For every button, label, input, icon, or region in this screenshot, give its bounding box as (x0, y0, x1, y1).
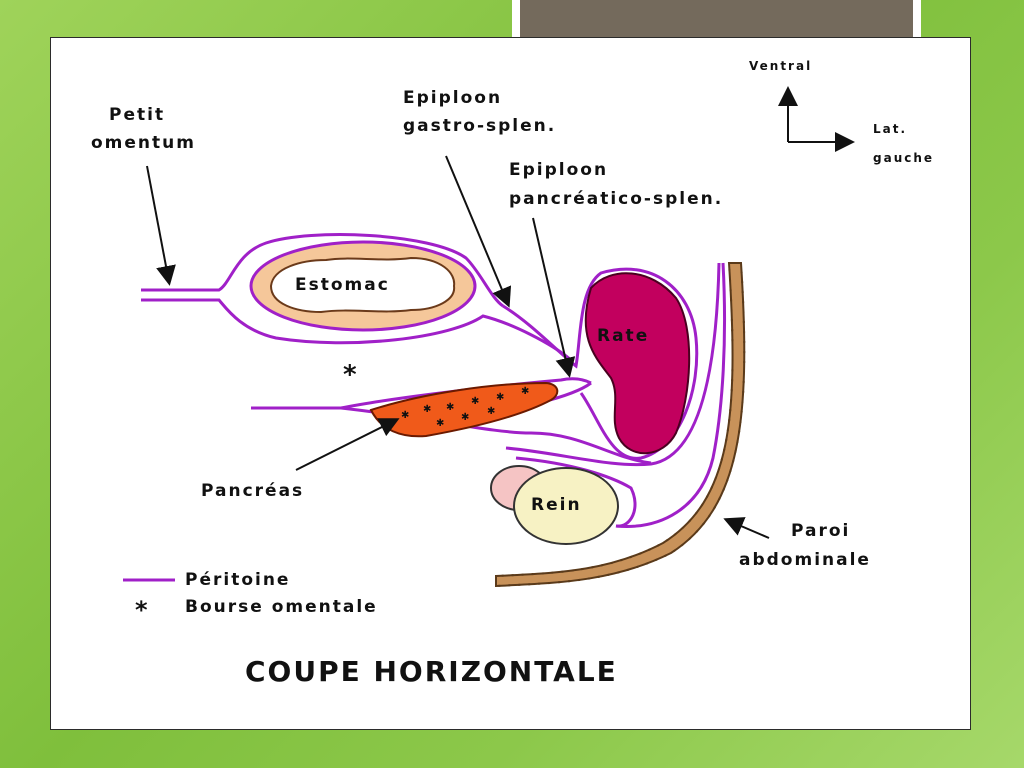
peritoneum (141, 233, 727, 528)
svg-text:✱: ✱ (446, 402, 454, 413)
svg-text:✱: ✱ (401, 410, 409, 421)
top-accent-bar (520, 0, 913, 38)
label-paroi-1: Paroi (791, 521, 850, 541)
label-paroi-2: abdominale (739, 550, 871, 570)
label-pancreas: Pancréas (201, 481, 304, 501)
svg-text:✱: ✱ (521, 386, 529, 397)
diagram-title: COUPE HORIZONTALE (245, 655, 618, 688)
kidney (490, 465, 619, 545)
label-gauche: gauche (873, 151, 934, 165)
label-pancreatico-1: Epiploon (509, 160, 608, 180)
label-pancreatico-2: pancréatico-splen. (509, 189, 723, 209)
label-gastro-2: gastro-splen. (403, 116, 556, 136)
svg-text:✱: ✱ (496, 392, 504, 403)
label-asterisk: * (343, 360, 359, 390)
label-rate: Rate (597, 326, 649, 346)
slide-content: ✱✱✱ ✱✱✱ ✱✱✱ Petit omentum Epiploon gast (50, 37, 971, 730)
legend: Péritoine * Bourse omentale (123, 570, 378, 624)
legend-bourse-symbol: * (135, 596, 150, 624)
label-rein: Rein (531, 495, 582, 515)
label-petit-1: Petit (109, 105, 165, 125)
svg-text:✱: ✱ (487, 406, 495, 417)
stomach (249, 240, 477, 332)
pointer-arrows (146, 155, 770, 539)
pancreas: ✱✱✱ ✱✱✱ ✱✱✱ (369, 381, 559, 438)
svg-text:✱: ✱ (461, 412, 469, 423)
label-lat: Lat. (873, 122, 907, 136)
svg-text:✱: ✱ (471, 396, 479, 407)
label-estomac: Estomac (295, 275, 390, 295)
svg-text:✱: ✱ (436, 418, 444, 429)
svg-text:✱: ✱ (423, 404, 431, 415)
spleen (584, 272, 691, 455)
legend-peritoine: Péritoine (185, 570, 290, 590)
anatomy-diagram: ✱✱✱ ✱✱✱ ✱✱✱ Petit omentum Epiploon gast (91, 59, 934, 688)
orientation-axes (778, 86, 855, 152)
label-gastro-1: Epiploon (403, 88, 502, 108)
legend-bourse: Bourse omentale (185, 597, 378, 617)
abdominal-wall (495, 262, 746, 588)
label-ventral: Ventral (749, 59, 812, 73)
label-petit-2: omentum (91, 133, 196, 153)
